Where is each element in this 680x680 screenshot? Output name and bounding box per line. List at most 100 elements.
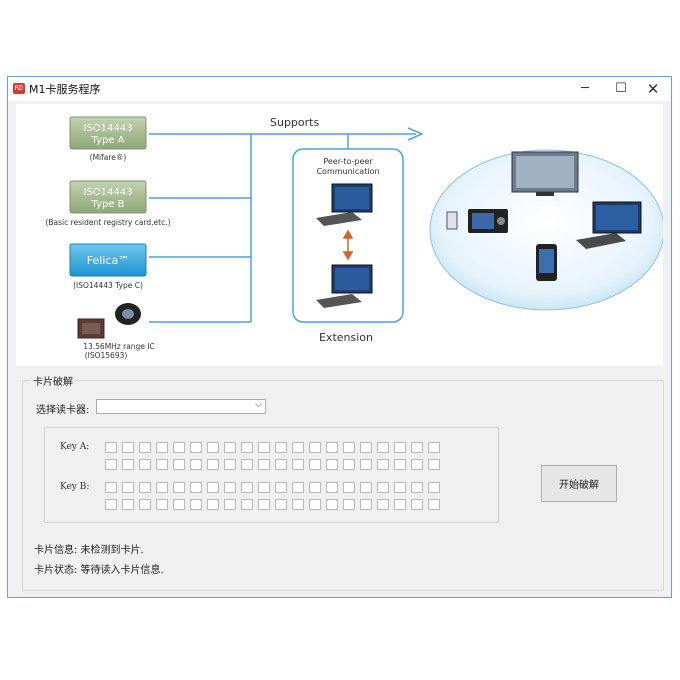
key-byte-input[interactable] <box>139 482 151 493</box>
reader-select[interactable]: ⌵ <box>96 399 266 414</box>
key-byte-input[interactable] <box>156 459 168 470</box>
key-byte-input[interactable] <box>122 499 134 510</box>
key-byte-input[interactable] <box>139 459 151 470</box>
key-byte-input[interactable] <box>326 459 338 470</box>
key-byte-input[interactable] <box>326 442 338 453</box>
key-byte-input[interactable] <box>360 442 372 453</box>
key-byte-input[interactable] <box>411 442 423 453</box>
key-byte-input[interactable] <box>207 482 219 493</box>
key-byte-input[interactable] <box>428 499 440 510</box>
key-byte-input[interactable] <box>207 459 219 470</box>
key-byte-input[interactable] <box>275 459 287 470</box>
key-byte-input[interactable] <box>139 499 151 510</box>
key-byte-input[interactable] <box>326 482 338 493</box>
key-byte-input[interactable] <box>428 442 440 453</box>
key-byte-input[interactable] <box>411 482 423 493</box>
title-bar: RD M1卡服务程序 ─ ☐ ✕ <box>8 77 671 101</box>
reader-select-label: 选择读卡器: <box>36 405 90 416</box>
key-byte-input[interactable] <box>190 482 202 493</box>
card-felica: Felica™ <box>69 243 147 277</box>
key-byte-input[interactable] <box>343 482 355 493</box>
key-byte-input[interactable] <box>105 442 117 453</box>
key-byte-input[interactable] <box>428 459 440 470</box>
nfc-diagram: ISO14443 Type A (Mifare®) ISO14443 Type … <box>45 116 663 360</box>
key-byte-input[interactable] <box>190 499 202 510</box>
key-byte-input[interactable] <box>394 459 406 470</box>
key-byte-input[interactable] <box>139 442 151 453</box>
key-byte-input[interactable] <box>309 442 321 453</box>
key-byte-input[interactable] <box>292 482 304 493</box>
key-byte-input[interactable] <box>428 482 440 493</box>
key-byte-input[interactable] <box>343 442 355 453</box>
key-byte-input[interactable] <box>173 499 185 510</box>
key-byte-input[interactable] <box>241 499 253 510</box>
key-byte-input[interactable] <box>394 499 406 510</box>
key-byte-input[interactable] <box>156 499 168 510</box>
key-byte-input[interactable] <box>224 499 236 510</box>
key-byte-input[interactable] <box>377 482 389 493</box>
key-byte-input[interactable] <box>258 482 270 493</box>
key-byte-input[interactable] <box>241 482 253 493</box>
key-byte-input[interactable] <box>275 442 287 453</box>
key-byte-input[interactable] <box>377 499 389 510</box>
key-byte-input[interactable] <box>241 442 253 453</box>
card-iso14443b: ISO14443 Type B <box>69 180 147 214</box>
media-player-icon <box>446 209 508 233</box>
key-byte-input[interactable] <box>173 459 185 470</box>
key-byte-input[interactable] <box>411 499 423 510</box>
key-byte-input[interactable] <box>326 499 338 510</box>
start-crack-button[interactable]: 开始破解 <box>541 465 617 502</box>
key-byte-input[interactable] <box>394 482 406 493</box>
key-byte-input[interactable] <box>360 499 372 510</box>
key-byte-input[interactable] <box>377 459 389 470</box>
key-byte-input[interactable] <box>190 442 202 453</box>
key-byte-input[interactable] <box>122 482 134 493</box>
chevron-down-icon[interactable]: ⌵ <box>255 400 262 410</box>
key-byte-input[interactable] <box>292 459 304 470</box>
key-byte-input[interactable] <box>343 499 355 510</box>
key-byte-input[interactable] <box>258 459 270 470</box>
key-byte-input[interactable] <box>105 499 117 510</box>
key-byte-input[interactable] <box>190 459 202 470</box>
key-byte-input[interactable] <box>360 482 372 493</box>
key-byte-input[interactable] <box>241 459 253 470</box>
key-byte-input[interactable] <box>394 442 406 453</box>
key-byte-input[interactable] <box>275 482 287 493</box>
minimize-button[interactable]: ─ <box>581 81 589 96</box>
key-byte-input[interactable] <box>207 442 219 453</box>
key-byte-input[interactable] <box>309 499 321 510</box>
key-byte-input[interactable] <box>411 459 423 470</box>
key-byte-input[interactable] <box>377 442 389 453</box>
key-byte-input[interactable] <box>105 482 117 493</box>
key-byte-input[interactable] <box>343 459 355 470</box>
key-byte-input[interactable] <box>360 459 372 470</box>
supports-label: Supports <box>270 116 319 129</box>
key-b-row <box>105 482 440 493</box>
key-byte-input[interactable] <box>122 442 134 453</box>
key-byte-input[interactable] <box>224 482 236 493</box>
key-byte-input[interactable] <box>258 499 270 510</box>
nfc-support-banner: ISO14443 Type A (Mifare®) ISO14443 Type … <box>16 104 663 366</box>
card-info-text: 卡片信息: 未检测到卡片. <box>34 545 144 556</box>
maximize-button[interactable]: ☐ <box>615 81 627 96</box>
key-byte-input[interactable] <box>309 482 321 493</box>
key-byte-input[interactable] <box>224 442 236 453</box>
key-byte-input[interactable] <box>173 442 185 453</box>
key-byte-input[interactable] <box>309 459 321 470</box>
close-button[interactable]: ✕ <box>646 80 660 98</box>
key-byte-input[interactable] <box>207 499 219 510</box>
computer-icon <box>316 183 373 226</box>
key-byte-input[interactable] <box>105 459 117 470</box>
key-byte-input[interactable] <box>173 482 185 493</box>
key-byte-input[interactable] <box>275 499 287 510</box>
key-byte-input[interactable] <box>156 482 168 493</box>
crack-groupbox <box>22 380 664 591</box>
key-byte-input[interactable] <box>292 499 304 510</box>
key-byte-input[interactable] <box>292 442 304 453</box>
key-byte-input[interactable] <box>122 459 134 470</box>
key-byte-input[interactable] <box>224 459 236 470</box>
ic-caption-line2: (ISO15693) <box>85 351 128 360</box>
key-byte-input[interactable] <box>156 442 168 453</box>
window-title: M1卡服务程序 <box>29 83 101 96</box>
key-byte-input[interactable] <box>258 442 270 453</box>
